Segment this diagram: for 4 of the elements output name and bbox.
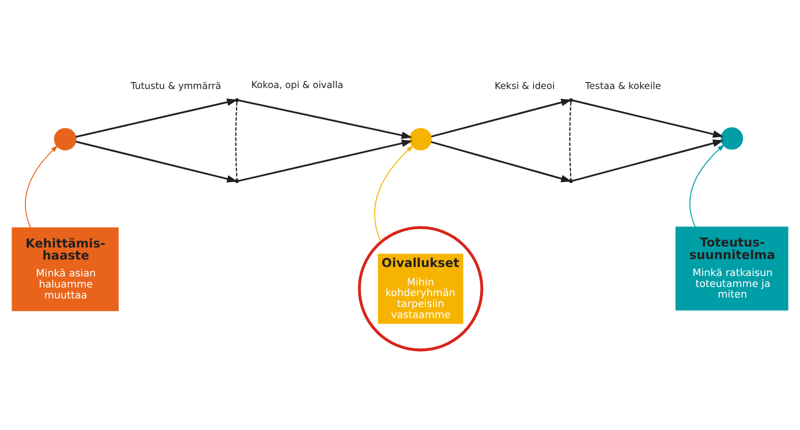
- edge-label: Tutustu & ymmärrä: [130, 80, 222, 92]
- edge-label: Kokoa, opi & oivalla: [251, 80, 344, 92]
- edge-label: Testaa & kokeile: [585, 80, 662, 92]
- edge-label: Keksi & ideoi: [494, 80, 555, 92]
